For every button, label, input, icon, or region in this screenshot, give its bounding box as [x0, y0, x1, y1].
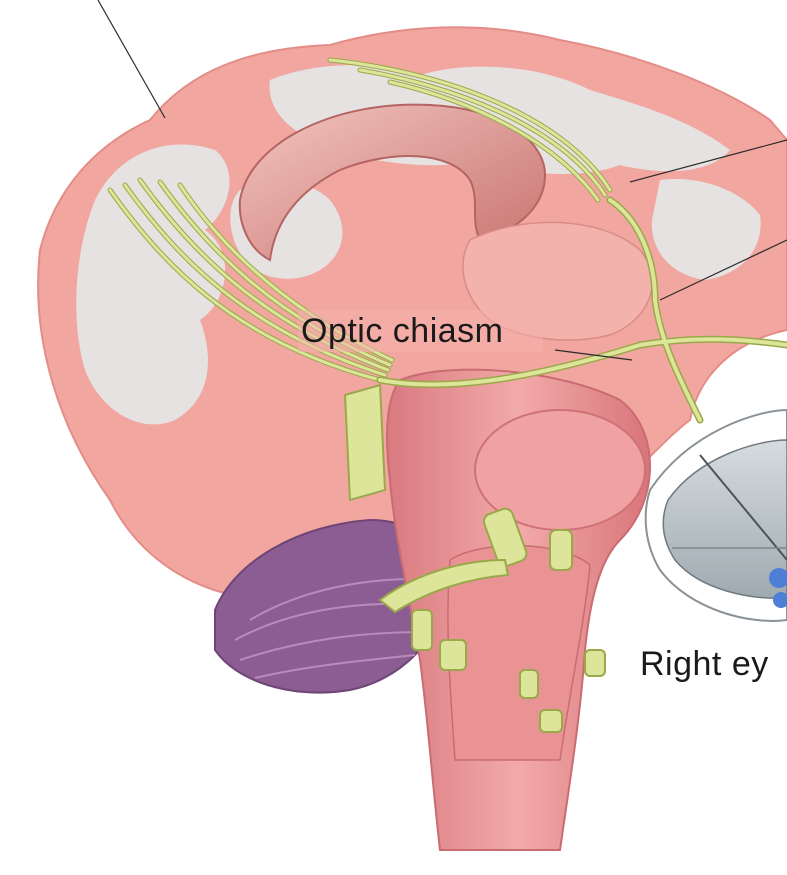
optic-chiasm-label: Optic chiasm: [301, 312, 504, 351]
right-eye-illustration: [646, 410, 787, 621]
right-eye-label: Right ey: [640, 645, 769, 684]
